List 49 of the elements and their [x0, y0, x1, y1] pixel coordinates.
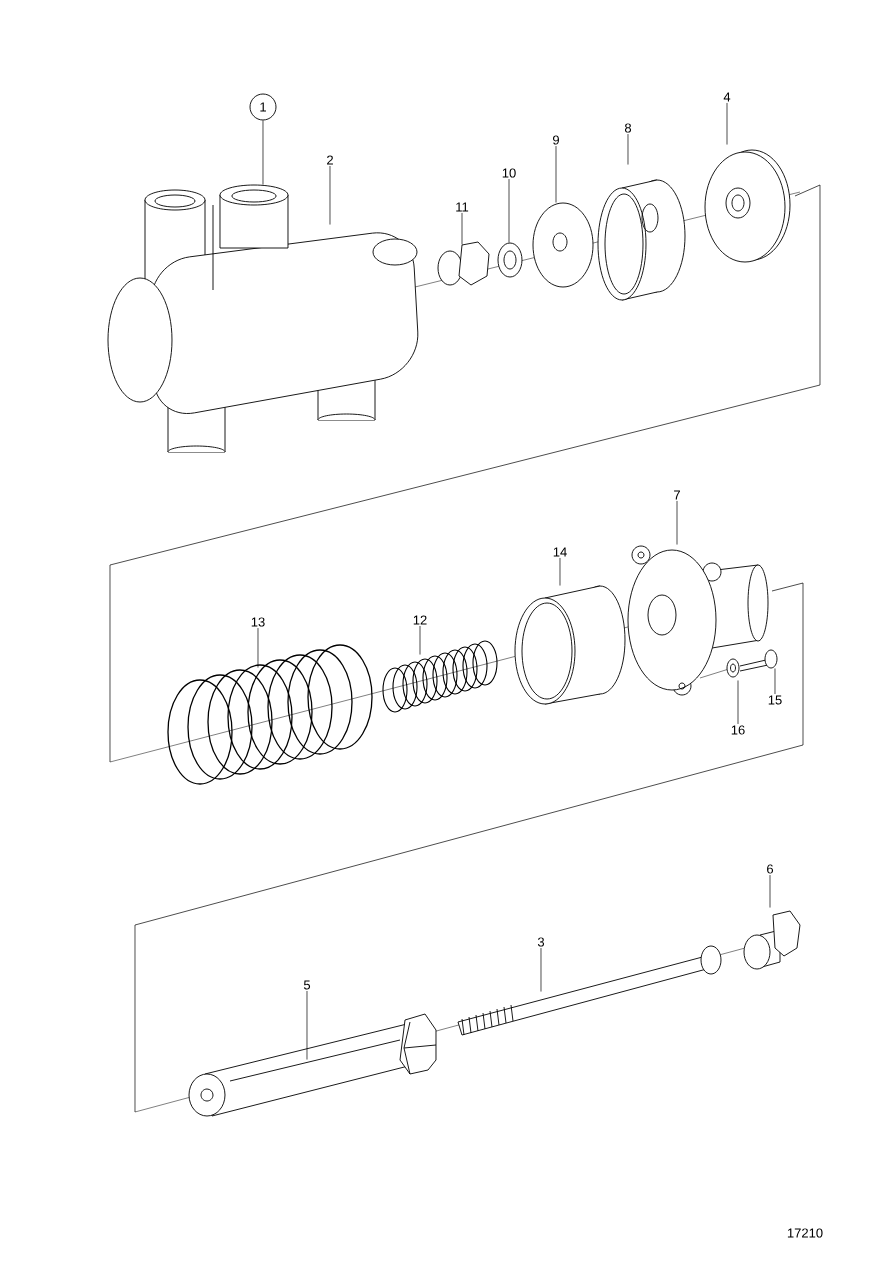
screw-drawing: [739, 649, 778, 672]
leader-line: [737, 680, 739, 725]
housing-drawing: [627, 545, 769, 696]
callout-number: 16: [731, 725, 745, 735]
circled-callout-number: 1: [249, 93, 277, 121]
spring-drawing: [382, 640, 498, 713]
leader-line: [257, 627, 259, 668]
callout-number: 2: [327, 155, 333, 165]
callout-number: 10: [502, 168, 516, 178]
leader-line: [769, 874, 771, 908]
leader-line: [774, 668, 776, 695]
leader-line: [726, 102, 728, 145]
leader-line: [262, 120, 264, 185]
cup-drawing: [597, 179, 686, 301]
leader-line: [559, 557, 561, 586]
sleeve-drawing: [514, 585, 626, 705]
callout-number: 13: [251, 617, 265, 627]
spring-drawing: [167, 644, 373, 785]
leader-line: [540, 947, 542, 992]
washer-drawing: [726, 658, 740, 678]
leader-line: [329, 165, 331, 225]
leader-line: [508, 178, 510, 243]
callout-number: 14: [553, 547, 567, 557]
callout-number: 3: [537, 937, 545, 947]
callout-number: 11: [456, 202, 469, 212]
leader-line: [419, 625, 421, 655]
leader-line: [627, 133, 629, 165]
drawing-number: 17210: [787, 1228, 823, 1238]
callout-number: 12: [413, 615, 427, 625]
disc-drawing: [532, 202, 594, 288]
callout-number: 9: [553, 135, 559, 145]
plug-drawing: [743, 910, 801, 970]
washer-drawing: [497, 242, 523, 278]
tube-drawing: [188, 1013, 437, 1117]
port-cylinder: [219, 184, 289, 249]
leader-line: [555, 145, 557, 203]
callout-number: 6: [767, 864, 774, 874]
cap-nut-drawing: [437, 241, 490, 286]
callout-number: 15: [768, 695, 782, 705]
rod-drawing: [457, 945, 722, 1036]
cover-drawing: [704, 149, 791, 263]
callout-number: 5: [303, 980, 311, 990]
callout-number: 4: [723, 92, 731, 102]
leader-line: [306, 990, 308, 1060]
valve-body-drawing: [107, 189, 419, 453]
callout-number: 8: [624, 123, 632, 133]
leader-line: [676, 500, 678, 545]
callout-number: 7: [674, 490, 680, 500]
leader-line: [461, 212, 463, 245]
